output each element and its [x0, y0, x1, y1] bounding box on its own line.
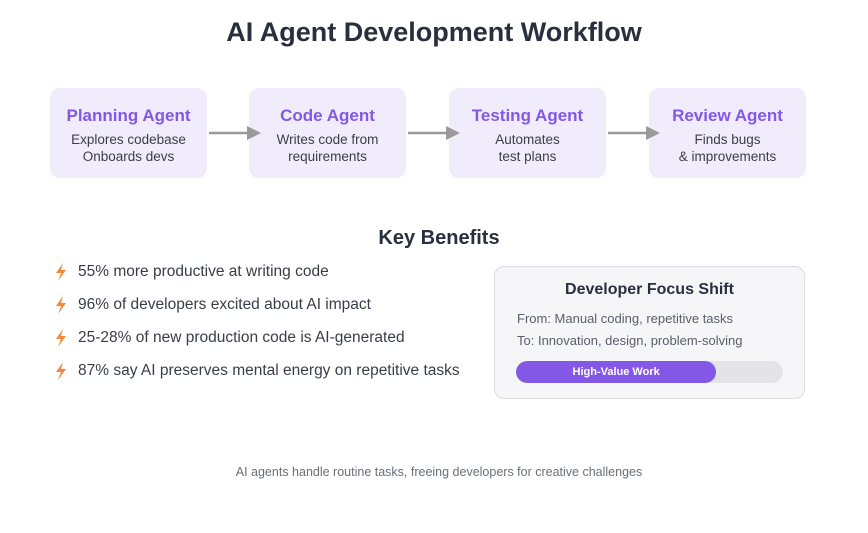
benefit-text: 55% more productive at writing code [78, 263, 329, 280]
review-agent-box: Review Agent Finds bugs & improvements [649, 88, 806, 178]
flow-arrow-icon [209, 126, 261, 140]
agent-name: Review Agent [672, 106, 783, 125]
focus-to: To: Innovation, design, problem-solving [517, 333, 743, 348]
benefit-text: 96% of developers excited about AI impac… [78, 296, 371, 313]
benefit-item: 96% of developers excited about AI impac… [52, 294, 371, 316]
high-value-progress-track: High-Value Work [516, 361, 783, 383]
agent-desc-line1: Writes code from [276, 132, 379, 147]
lightning-icon [56, 263, 66, 281]
flow-arrow-icon [408, 126, 460, 140]
footer-caption: AI agents handle routine tasks, freeing … [235, 465, 643, 479]
focus-title: Developer Focus Shift [565, 281, 734, 298]
testing-agent-box: Testing Agent Automates test plans [449, 88, 606, 178]
focus-from: From: Manual coding, repetitive tasks [517, 311, 734, 326]
lightning-icon [56, 329, 66, 347]
flow-arrow-icon [608, 126, 660, 140]
agent-desc-line2: & improvements [678, 149, 777, 164]
key-benefits-title: Key Benefits [378, 227, 500, 249]
agent-desc-line2: requirements [288, 149, 367, 164]
agent-desc-line1: Finds bugs [694, 132, 761, 147]
benefit-item: 25-28% of new production code is AI-gene… [52, 327, 405, 349]
benefit-item: 55% more productive at writing code [52, 261, 329, 283]
code-agent-box: Code Agent Writes code from requirements [249, 88, 406, 178]
agent-name: Testing Agent [471, 106, 584, 125]
benefit-item: 87% say AI preserves mental energy on re… [52, 360, 460, 382]
benefit-text: 87% say AI preserves mental energy on re… [78, 362, 460, 379]
page-title: AI Agent Development Workflow [226, 17, 642, 47]
lightning-icon [56, 362, 66, 380]
benefit-text: 25-28% of new production code is AI-gene… [78, 329, 405, 346]
lightning-icon [56, 296, 66, 314]
agent-desc-line1: Automates [495, 132, 560, 147]
agent-name: Planning Agent [66, 106, 191, 125]
agent-desc-line2: test plans [498, 149, 557, 164]
agent-desc-line2: Onboards devs [82, 149, 175, 164]
planning-agent-box: Planning Agent Explores codebase Onboard… [50, 88, 207, 178]
agent-name: Code Agent [280, 106, 375, 125]
developer-focus-card: Developer Focus Shift From: Manual codin… [494, 266, 805, 399]
agent-desc-line1: Explores codebase [71, 132, 186, 147]
progress-label: High-Value Work [572, 366, 660, 378]
high-value-progress-fill: High-Value Work [516, 361, 717, 383]
